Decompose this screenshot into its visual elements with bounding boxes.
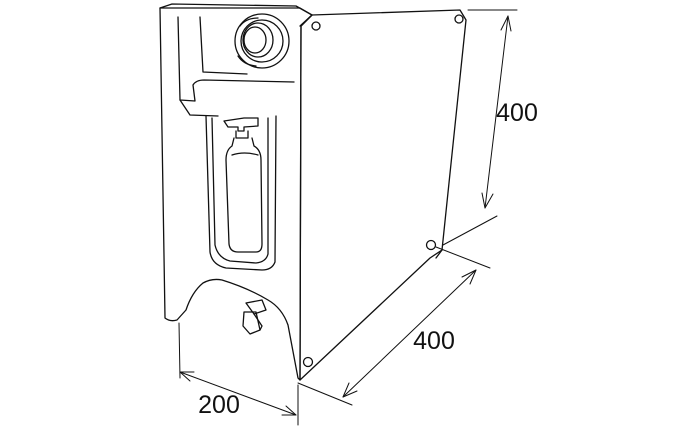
outlet-tap — [242, 299, 267, 335]
filler-cap — [234, 13, 290, 69]
soap-bottle — [223, 117, 263, 253]
screw-bottom-left — [302, 356, 314, 368]
screw-bottom-right — [425, 239, 437, 251]
dimension-length — [297, 246, 491, 406]
screw-top-left — [311, 21, 321, 31]
side-panel — [159, 3, 313, 381]
front-panel — [299, 9, 467, 381]
length-label: 400 — [413, 327, 455, 355]
dimension-height — [442, 9, 518, 246]
height-label: 400 — [496, 99, 538, 127]
width-label: 200 — [198, 391, 240, 419]
dimension-width — [178, 322, 299, 426]
screw-top-right — [454, 14, 464, 24]
